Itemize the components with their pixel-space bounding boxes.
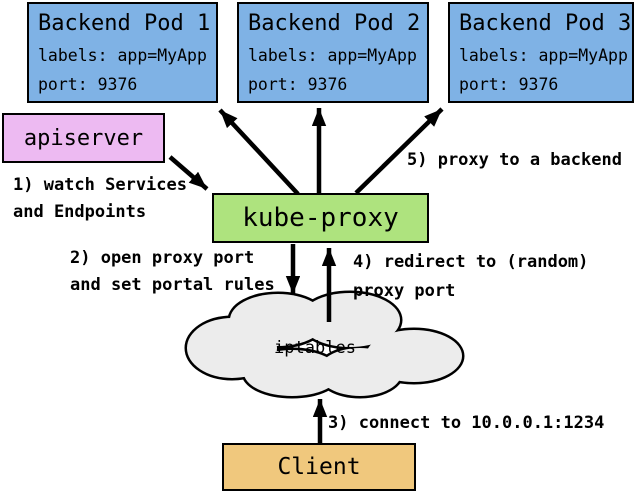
arrow-kube-proxy-to-pod3 <box>354 107 444 195</box>
pod-title: Backend Pod 3 <box>459 11 632 36</box>
client-label: Client <box>277 454 361 480</box>
iptables-cloud <box>184 290 465 399</box>
iptables-label: iptables <box>274 338 356 358</box>
pod-port: port: 9376 <box>459 75 559 94</box>
annotation-step2: 2) open proxy port and set portal rules <box>70 248 275 295</box>
kube-proxy-node: kube-proxy <box>212 193 429 243</box>
backend-pod-2: Backend Pod 2 labels: app=MyApp port: 93… <box>237 2 429 103</box>
pod-title: Backend Pod 1 <box>38 11 211 36</box>
arrow-apiserver-to-kube-proxy <box>168 155 209 191</box>
annotation-step5: 5) proxy to a backend <box>407 150 622 170</box>
pod-labels: labels: app=MyApp <box>459 46 628 65</box>
pod-port: port: 9376 <box>38 75 138 94</box>
pod-title: Backend Pod 2 <box>248 11 421 36</box>
apiserver-node: apiserver <box>2 113 165 163</box>
arrow-kube-proxy-to-pod1 <box>218 108 300 196</box>
annotation-step3: 3) connect to 10.0.0.1:1234 <box>328 413 605 433</box>
backend-pod-1: Backend Pod 1 labels: app=MyApp port: 93… <box>27 2 218 103</box>
annotation-step4: 4) redirect to (random) proxy port <box>353 252 589 301</box>
client-node: Client <box>222 443 416 491</box>
pod-labels: labels: app=MyApp <box>248 46 417 65</box>
kube-proxy-label: kube-proxy <box>242 203 399 233</box>
pod-labels: labels: app=MyApp <box>38 46 207 65</box>
pod-port: port: 9376 <box>248 75 348 94</box>
annotation-step1: 1) watch Services and Endpoints <box>13 175 187 222</box>
apiserver-label: apiserver <box>23 125 144 151</box>
backend-pod-3: Backend Pod 3 labels: app=MyApp port: 93… <box>448 2 634 103</box>
